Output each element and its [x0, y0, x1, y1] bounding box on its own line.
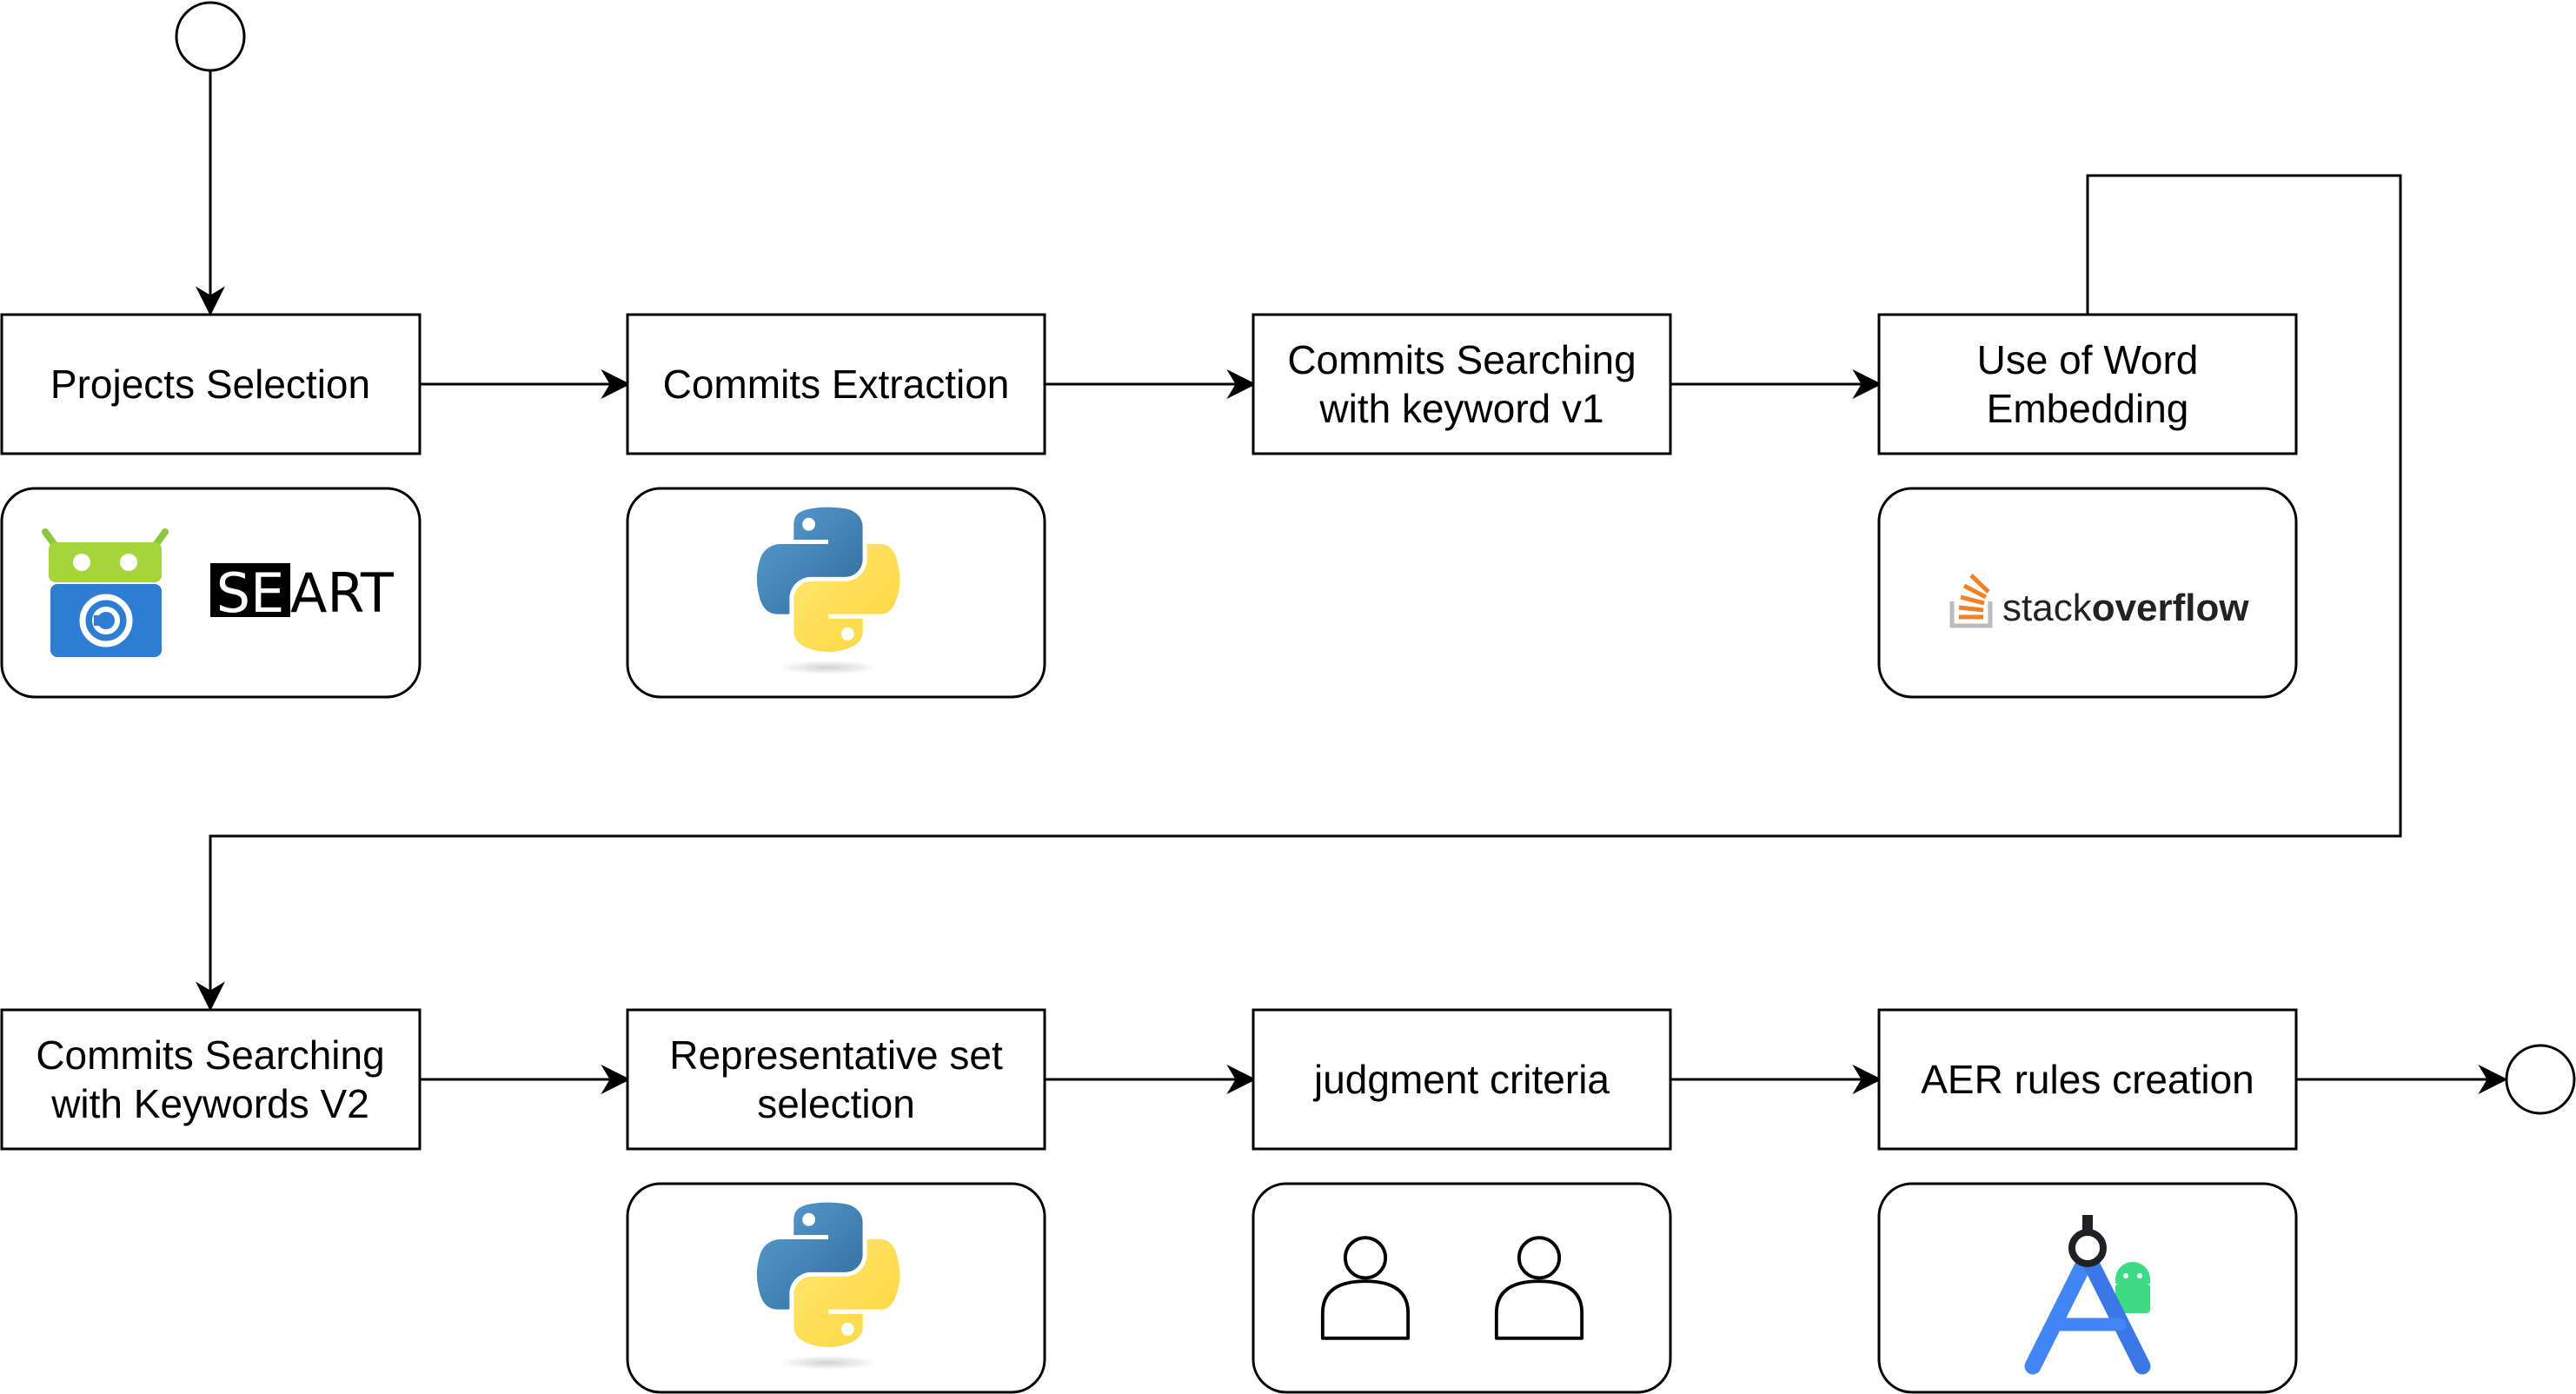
step-label-line: with Keywords V2 — [50, 1081, 369, 1126]
tool-panel-embedding — [1877, 487, 2298, 699]
arrow-embedding-to-search-v2 — [196, 174, 2402, 1012]
step-commits-extraction: Commits Extraction — [626, 313, 1046, 455]
step-label-line: Embedding — [1987, 386, 2189, 431]
tool-panel-aer — [1877, 1182, 2298, 1394]
svg-text:SE: SE — [216, 561, 285, 625]
seart-logo: SE ART — [210, 561, 395, 625]
step-label-line: Commits Searching — [1287, 337, 1636, 382]
end-node — [2505, 1044, 2576, 1115]
step-label-line: AER rules creation — [1921, 1057, 2254, 1102]
android-studio-icon — [2024, 1215, 2151, 1375]
step-judgment-criteria: judgment criteria — [1251, 1008, 1672, 1151]
step-label-line: Use of Word — [1977, 337, 2199, 382]
step-label-line: selection — [757, 1081, 915, 1126]
python-icon — [756, 507, 900, 674]
tool-panel-judgment — [1251, 1182, 1672, 1394]
stackoverflow-logo: stackoverflow — [1949, 574, 2249, 629]
start-node — [175, 1, 246, 72]
step-projects-selection: Projects Selection — [0, 313, 422, 455]
step-label-line: Commits Searching — [36, 1032, 384, 1078]
step-label: Commits Extraction — [663, 362, 1010, 407]
fdroid-icon — [42, 528, 169, 657]
step-label-line: Representative set — [669, 1032, 1003, 1078]
step-label-line: Projects Selection — [50, 362, 370, 407]
step-label: judgment criteria — [1312, 1057, 1610, 1102]
connectors — [196, 70, 2508, 1094]
step-label-line: with keyword v1 — [1318, 386, 1603, 431]
stackoverflow-wordmark: stackoverflow — [2002, 587, 2249, 629]
step-label: AER rules creation — [1921, 1057, 2254, 1102]
step-aer-rules: AER rules creation — [1877, 1008, 2298, 1151]
step-label-line: judgment criteria — [1312, 1057, 1610, 1102]
step-label: Projects Selection — [50, 362, 370, 407]
svg-text:ART: ART — [290, 561, 395, 625]
python-icon — [756, 1202, 900, 1370]
step-label-line: Commits Extraction — [663, 362, 1010, 407]
